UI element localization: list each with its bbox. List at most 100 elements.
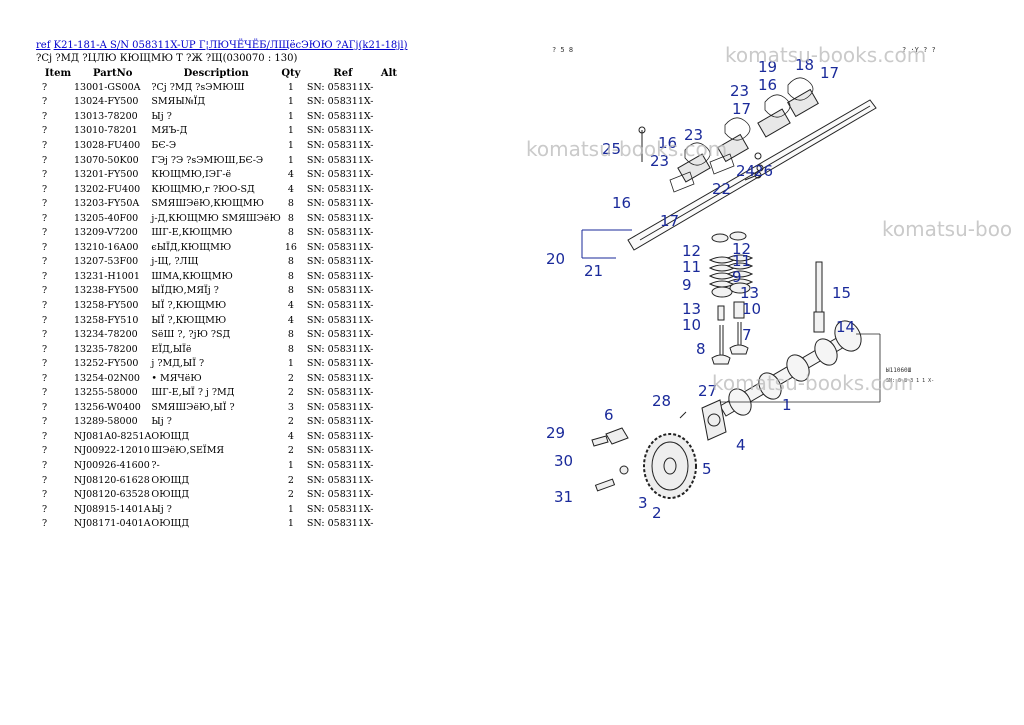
- row-qty: 2: [287, 445, 294, 457]
- callout-label: 16: [658, 134, 677, 152]
- row-alt: [379, 269, 399, 284]
- row-description: ШГ-Е,КЮЩМЮ: [151, 227, 233, 239]
- row-partno: NJ08915-1401A: [74, 503, 151, 515]
- callout-label: 8: [696, 340, 706, 358]
- row-alt: [379, 153, 399, 168]
- row-ref: SN: 058311X-: [306, 256, 374, 268]
- row-alt: [379, 502, 399, 517]
- row-partno: 13013-78200: [74, 110, 138, 122]
- row-item: ?: [42, 329, 48, 341]
- callout-label: 9: [732, 268, 742, 286]
- row-qty: 8: [287, 212, 294, 224]
- row-ref: SN: 058311X-: [306, 416, 374, 428]
- gear-group: [591, 399, 727, 499]
- row-qty: 2: [287, 372, 294, 384]
- row-description: ЫЇДЮ,МЯЇј ?: [151, 285, 219, 297]
- row-alt: [379, 356, 399, 371]
- row-item: ?: [42, 503, 48, 515]
- catalog-title-link[interactable]: K21-181-A S/N 058311X-UP Г¦ЛЮЧЁЧЁБ/ЛЩёсЭ…: [53, 40, 408, 51]
- callout-label: 12: [682, 242, 701, 260]
- row-qty: 8: [287, 285, 294, 297]
- row-description: ОЮЩД: [151, 430, 190, 442]
- row-item: ?: [42, 110, 48, 122]
- row-description: SМЯЫ№ЇД: [151, 96, 206, 108]
- row-item: ?: [42, 474, 48, 486]
- row-partno: NJ08120-63528: [74, 489, 150, 501]
- callout-label: 13: [740, 284, 759, 302]
- row-qty: 2: [287, 387, 294, 399]
- callout-label: 9: [682, 276, 692, 294]
- row-qty: 4: [287, 314, 294, 326]
- row-partno: 13202-FU400: [74, 183, 141, 195]
- callout-label: 14: [836, 318, 855, 336]
- callout-label: 28: [652, 392, 671, 410]
- breadcrumb: ref K21-181-A S/N 058311X-UP Г¦ЛЮЧЁЧЁБ/Л…: [36, 40, 408, 51]
- row-partno: 13028-FU400: [74, 139, 141, 151]
- row-partno: 13256-W0400: [74, 401, 141, 413]
- callout-label: 23: [650, 152, 669, 170]
- row-ref: SN: 058311X-: [306, 518, 374, 530]
- row-description: МЯЪ-Д: [151, 125, 188, 137]
- callout-label: 13: [682, 300, 701, 318]
- row-description: ЫЇ ?,КЮЩМЮ: [151, 314, 227, 326]
- callout-label: 10: [742, 300, 761, 318]
- row-alt: [379, 298, 399, 313]
- col-description: Description: [183, 67, 249, 79]
- row-item: ?: [42, 401, 48, 413]
- callout-label: 25: [602, 140, 621, 158]
- row-partno: NJ081A0-8251A: [74, 430, 152, 442]
- row-ref: SN: 058311X-: [306, 198, 374, 210]
- row-qty: 8: [287, 256, 294, 268]
- row-alt: [379, 167, 399, 182]
- row-partno: 13001-GS00A: [74, 81, 141, 93]
- row-alt: [379, 473, 399, 488]
- row-qty: 4: [287, 183, 294, 195]
- callout-label: 5: [702, 460, 712, 478]
- row-ref: SN: 058311X-: [306, 270, 374, 282]
- row-ref: SN: 058311X-: [306, 96, 374, 108]
- callout-label: 17: [660, 212, 679, 230]
- callout-label: 10: [682, 316, 701, 334]
- row-ref: SN: 058311X-: [306, 445, 374, 457]
- callout-label: 17: [820, 64, 839, 82]
- row-qty: 1: [287, 518, 294, 530]
- row-description: ОЮЩД: [151, 489, 190, 501]
- row-item: ?: [42, 299, 48, 311]
- row-alt: [379, 95, 399, 110]
- row-qty: 1: [287, 96, 294, 108]
- row-alt: [379, 429, 399, 444]
- row-partno: 13231-H1001: [74, 270, 140, 282]
- ref-link[interactable]: ref: [36, 40, 51, 51]
- watermark-layer: komatsu-books.comkomatsu-books.comkomats…: [526, 43, 1012, 395]
- row-alt: [379, 444, 399, 459]
- row-alt: [379, 400, 399, 415]
- row-item: ?: [42, 430, 48, 442]
- row-qty: 8: [287, 343, 294, 355]
- row-item: ?: [42, 241, 48, 253]
- row-item: ?: [42, 358, 48, 370]
- col-item: Item: [44, 67, 72, 79]
- camshaft: [719, 320, 862, 417]
- watermark-text: komatsu-boo: [882, 217, 1012, 241]
- row-partno: 13201-FY500: [74, 169, 139, 181]
- row-qty: 1: [287, 503, 294, 515]
- row-alt: [379, 255, 399, 270]
- callout-label: 24: [736, 162, 755, 180]
- row-description: Ыј ?: [151, 110, 172, 122]
